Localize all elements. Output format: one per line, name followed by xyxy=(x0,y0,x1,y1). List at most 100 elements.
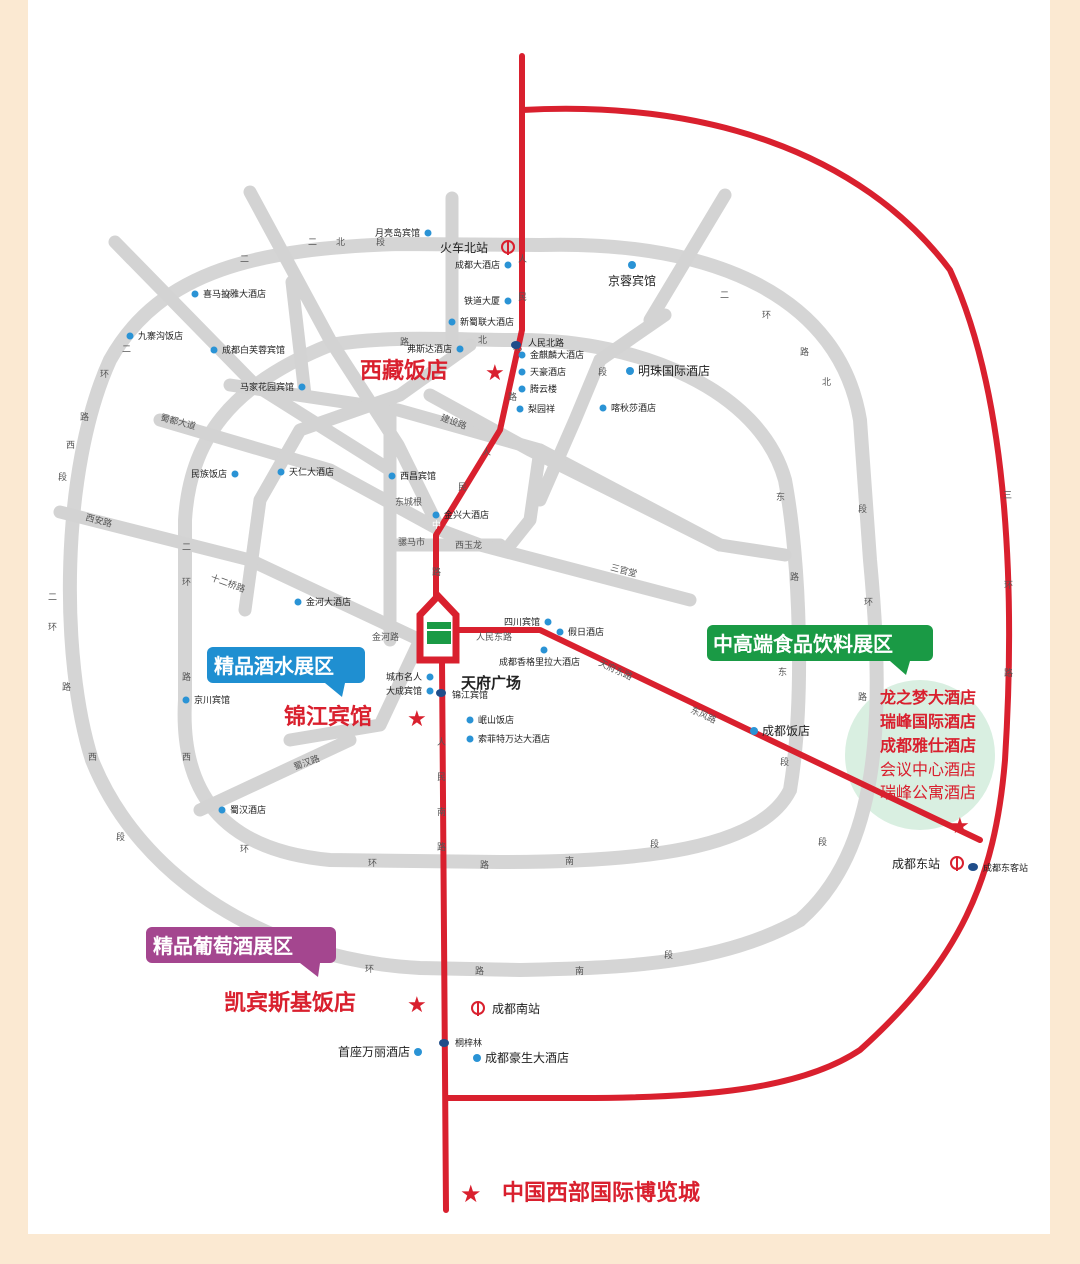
svg-text:环: 环 xyxy=(48,622,57,633)
poi-hotel[interactable]: 明珠国际酒店 xyxy=(626,364,710,378)
chengdu-dong-station[interactable]: 成都东站 xyxy=(892,856,964,871)
poi-hotel[interactable]: 民族饭店 xyxy=(191,468,239,480)
location-dot-icon xyxy=(182,696,190,704)
huoche-bei-station[interactable]: 火车北站 xyxy=(440,240,515,255)
poi-hotel[interactable]: 蜀汉酒店 xyxy=(218,804,267,816)
venue-jinjiang[interactable]: 锦江宾馆 ★ xyxy=(284,704,427,732)
svg-text:二: 二 xyxy=(308,238,317,248)
poi-hotel[interactable]: 城市名人 xyxy=(386,671,434,683)
food-zone-bubble[interactable]: 中高端食品饮料展区 xyxy=(707,625,933,675)
svg-text:环: 环 xyxy=(365,964,374,975)
poi-hotel[interactable]: 成都豪生大酒店 xyxy=(473,1050,569,1065)
svg-text:环: 环 xyxy=(864,597,873,608)
poi-hotel[interactable]: 梨园祥 xyxy=(516,403,556,415)
svg-text:段: 段 xyxy=(376,236,385,248)
svg-text:路: 路 xyxy=(790,571,799,583)
location-dot-icon xyxy=(424,229,432,237)
poi-hotel[interactable]: 成都白芙蓉宾馆 xyxy=(210,344,286,356)
svg-text:民: 民 xyxy=(518,292,527,303)
star-icon: ★ xyxy=(950,814,970,839)
location-dot-icon xyxy=(456,345,464,353)
poi-hotel[interactable]: 首座万丽酒店 xyxy=(338,1044,422,1059)
poi-hotel[interactable]: 喜马拉雅大酒店 xyxy=(191,288,267,300)
poi-label: 金河大酒店 xyxy=(306,596,351,608)
venue-kempinski[interactable]: 凯宾斯基饭店 ★ xyxy=(224,990,427,1018)
svg-text:东: 东 xyxy=(776,491,785,503)
svg-text:中国西部国际博览城: 中国西部国际博览城 xyxy=(502,1180,700,1206)
poi-hotel[interactable]: 月亮岛宾馆 xyxy=(375,227,432,239)
poi-label: 成都香格里拉大酒店 xyxy=(499,656,580,668)
svg-text:人: 人 xyxy=(518,254,527,265)
wine-zone-bubble[interactable]: 精品酒水展区 xyxy=(207,647,365,697)
svg-text:路: 路 xyxy=(508,391,517,403)
poi-label: 西昌宾馆 xyxy=(400,470,436,482)
poi-label: 月亮岛宾馆 xyxy=(375,227,420,239)
venue-xizang[interactable]: 西藏饭店 ★ xyxy=(360,358,505,386)
poi-label: 金兴大酒店 xyxy=(444,509,489,521)
location-dot-icon xyxy=(218,806,226,814)
location-dot-icon xyxy=(504,261,512,269)
poi-hotel[interactable]: 铁道大厦 xyxy=(464,295,512,307)
svg-text:凯宾斯基饭店: 凯宾斯基饭店 xyxy=(224,990,356,1016)
poi-hotel[interactable]: 京川宾馆 xyxy=(182,694,231,706)
chengdu-nan-station[interactable]: 成都南站 xyxy=(471,1001,540,1016)
svg-text:段: 段 xyxy=(780,756,789,768)
svg-text:火车北站: 火车北站 xyxy=(440,240,488,255)
grape-zone-bubble[interactable]: 精品葡萄酒展区 xyxy=(146,927,336,977)
svg-text:路: 路 xyxy=(800,346,809,358)
poi-label: 天仁大酒店 xyxy=(289,466,334,478)
food-zone-hotels: 龙之梦大酒店 瑞峰国际酒店 成都雅仕酒店 会议中心酒店 瑞峰公寓酒店 ★ xyxy=(879,688,976,839)
svg-text:北: 北 xyxy=(336,237,345,248)
poi-hotel[interactable]: 成都饭店 xyxy=(750,724,810,738)
location-dot-icon xyxy=(277,468,285,476)
poi-hotel[interactable]: 假日酒店 xyxy=(556,626,605,638)
svg-text:段: 段 xyxy=(664,949,673,961)
tianfu-square-label: 天府广场 xyxy=(461,674,521,692)
venue-expo[interactable]: ★ 中国西部国际博览城 xyxy=(460,1180,700,1208)
svg-text:段: 段 xyxy=(116,831,125,843)
poi-hotel[interactable]: 天仁大酒店 xyxy=(277,466,335,478)
location-dot-icon xyxy=(516,405,524,413)
poi-label: 四川宾馆 xyxy=(504,616,540,628)
location-dot-icon xyxy=(504,297,512,305)
poi-hotel[interactable]: 新蜀联大酒店 xyxy=(448,316,515,328)
poi-hotel[interactable]: 金麒麟大酒店 xyxy=(518,349,585,361)
star-icon: ★ xyxy=(460,1180,482,1208)
svg-text:中: 中 xyxy=(432,519,441,531)
svg-text:人: 人 xyxy=(437,737,446,748)
poi-hotel[interactable]: 西昌宾馆 xyxy=(388,470,437,482)
svg-text:人: 人 xyxy=(482,447,491,458)
poi-hotel[interactable]: 腾云楼 xyxy=(518,383,558,395)
svg-text:会议中心酒店: 会议中心酒店 xyxy=(880,760,976,779)
location-dot-icon xyxy=(210,346,218,354)
poi-hotel[interactable]: 京蓉宾馆 xyxy=(608,261,656,288)
location-dot-icon xyxy=(518,351,526,359)
poi-hotel[interactable]: 成都大酒店 xyxy=(455,259,512,271)
svg-text:环: 环 xyxy=(1004,580,1013,591)
location-dot-icon xyxy=(426,673,434,681)
svg-text:西藏饭店: 西藏饭店 xyxy=(360,358,448,384)
poi-hotel[interactable]: 成都香格里拉大酒店 xyxy=(499,646,580,669)
poi-hotel[interactable]: 喀秋莎酒店 xyxy=(599,402,657,414)
poi-hotel[interactable]: 金兴大酒店 xyxy=(432,509,490,521)
svg-text:瑞峰公寓酒店: 瑞峰公寓酒店 xyxy=(880,783,976,802)
svg-text:民: 民 xyxy=(437,772,446,783)
poi-hotel[interactable]: 金河大酒店 xyxy=(294,596,352,608)
poi-label: 天豪酒店 xyxy=(530,366,566,378)
svg-text:三: 三 xyxy=(1003,491,1012,501)
location-dot-icon xyxy=(518,385,526,393)
poi-label: 金麒麟大酒店 xyxy=(530,349,584,361)
poi-hotel[interactable]: 马家花园宾馆 xyxy=(240,381,306,393)
poi-hotel[interactable]: 大成宾馆 xyxy=(386,685,434,697)
svg-text:段: 段 xyxy=(598,366,607,378)
poi-hotel[interactable]: 岷山饭店 xyxy=(466,714,515,726)
poi-hotel[interactable]: 九寨沟饭店 xyxy=(126,330,184,342)
poi-hotel[interactable]: 弗斯达酒店 xyxy=(407,343,464,355)
svg-text:成都雅仕酒店: 成都雅仕酒店 xyxy=(880,736,976,755)
poi-hotel[interactable]: 天豪酒店 xyxy=(518,366,567,378)
poi-hotel[interactable]: 四川宾馆 xyxy=(504,616,552,628)
poi-label: 弗斯达酒店 xyxy=(407,343,452,355)
poi-label: 明珠国际酒店 xyxy=(638,364,710,378)
poi-hotel[interactable]: 索菲特万达大酒店 xyxy=(466,733,551,745)
